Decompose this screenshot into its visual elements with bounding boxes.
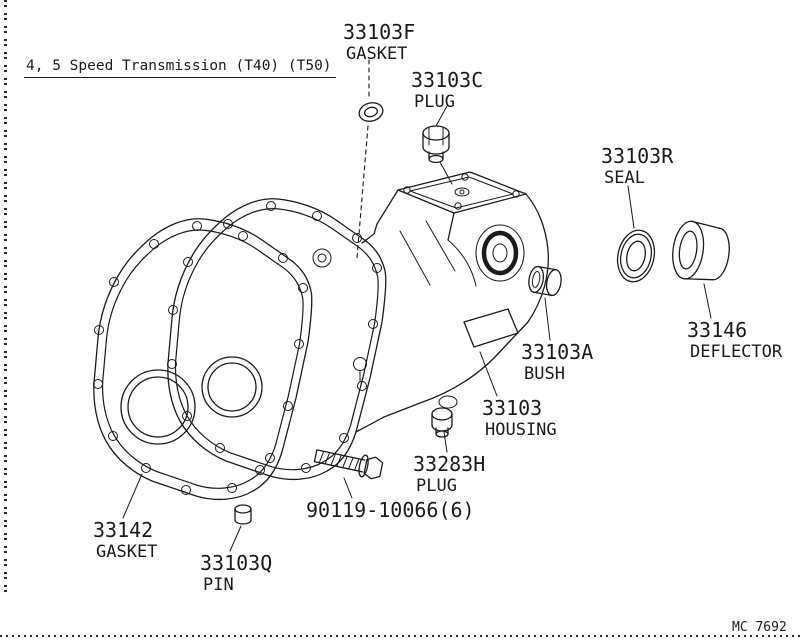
gasket-33142-drawing [93,218,313,501]
seal-33103r-drawing [616,229,656,283]
bush-33103a-drawing [528,265,562,297]
deflector-33146-drawing [672,220,730,281]
figure-code: MC 7692 [732,620,787,635]
part-name: DEFLECTOR [690,342,783,362]
part-callout: 33103Q PIN [200,553,272,594]
part-callout: 33103 HOUSING [482,398,557,439]
part-number: 33103 [482,396,543,420]
part-callout: 33146 DEFLECTOR [687,320,782,361]
part-number: 90119-10066(6) [306,498,475,522]
part-callout: 33103F GASKET [343,22,415,63]
part-number: 33103C [411,68,484,92]
page-title: 4, 5 Speed Transmission (T40) (T50) [24,58,336,78]
part-name: SEAL [604,168,645,188]
part-name: GASKET [96,542,158,562]
part-number: 33103F [343,20,416,44]
part-name: GASKET [346,44,408,64]
part-callout: 33142 GASKET [93,520,157,561]
part-callout: 90119-10066(6) [306,500,475,520]
pin-33103q-drawing [234,504,252,525]
housing-body-drawing [312,171,549,433]
leader-lines [122,105,712,552]
bolt-90119-drawing [313,449,384,480]
part-name: PLUG [414,92,455,112]
plug-33103c-drawing [422,125,450,164]
gasket-ring-33103f-drawing [358,102,384,122]
part-callout: 33103C PLUG [411,70,483,111]
part-name: BUSH [524,364,565,384]
part-callout: 33283H PLUG [413,454,485,495]
part-number: 33103Q [200,551,273,575]
part-number: 33103A [521,340,594,364]
part-name: HOUSING [485,420,557,440]
housing-flange-drawing [167,198,387,481]
bottom-perforation [0,635,800,637]
part-name: PIN [203,575,234,595]
part-number: 33283H [413,452,486,476]
part-callout: 33103R SEAL [601,146,673,187]
part-name: PLUG [416,476,457,496]
part-number: 33142 [93,518,154,542]
dashed-leader-33103f [356,59,370,259]
left-perforation [4,0,7,598]
part-number: 33146 [687,318,748,342]
part-number: 33103R [601,144,674,168]
plug-33283h-drawing [431,407,453,438]
part-callout: 33103A BUSH [521,342,593,383]
